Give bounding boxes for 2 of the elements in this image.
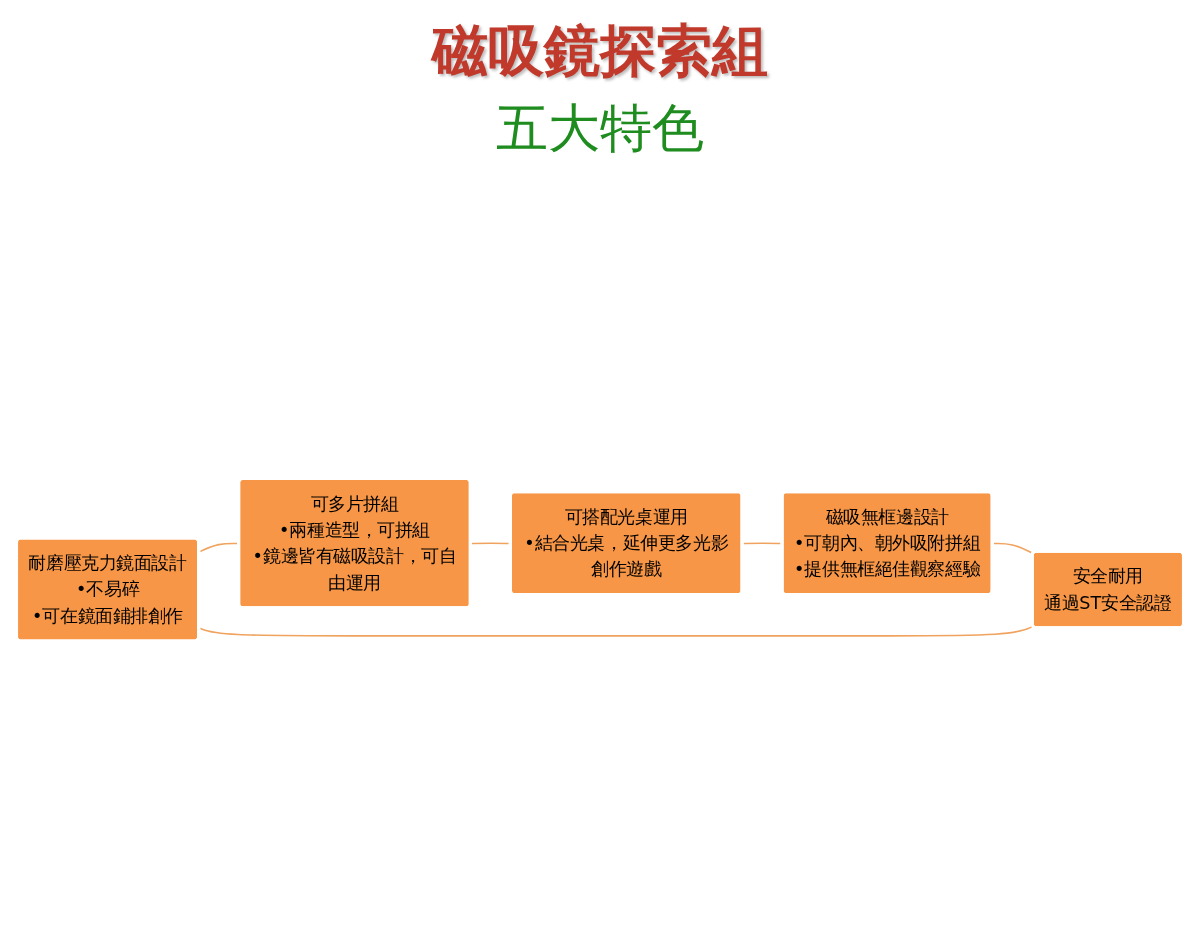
- center-label: 五大特色: [496, 97, 704, 160]
- diagram-title: 磁吸鏡探索組: [432, 17, 768, 85]
